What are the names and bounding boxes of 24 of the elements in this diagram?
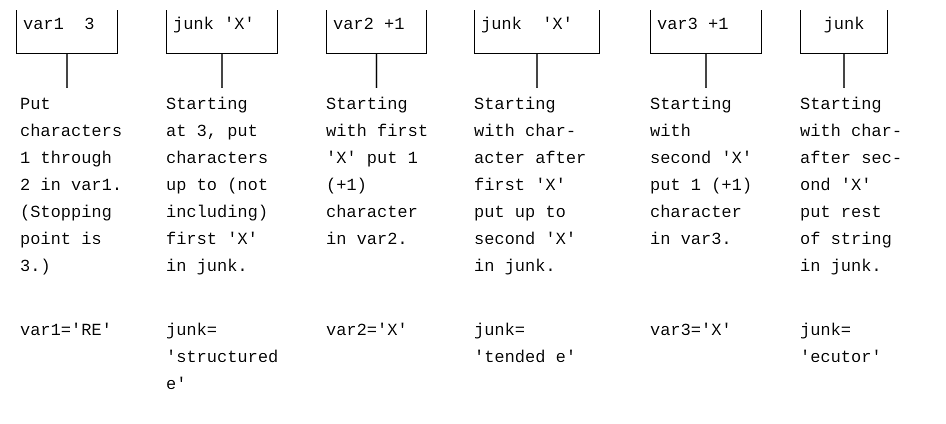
result-text: var3='X' xyxy=(650,321,733,343)
leader-line xyxy=(705,54,707,88)
result-text: junk= 'structured e' xyxy=(166,321,280,397)
result-text: var1='RE' xyxy=(20,321,113,343)
description-text: Starting at 3, put characters up to (not including) first 'X' in junk. xyxy=(166,88,272,281)
description-text: Starting with second 'X' put 1 (+1) character in var3. xyxy=(650,88,756,254)
leader-line xyxy=(843,54,845,88)
result-text: junk= 'ecutor' xyxy=(800,321,883,370)
result-text: junk= 'tended e' xyxy=(474,321,578,370)
leader-line xyxy=(221,54,223,88)
template-bracket: var2 +1 xyxy=(326,10,427,54)
leader-line xyxy=(376,54,378,88)
leader-line xyxy=(536,54,538,88)
template-bracket: junk xyxy=(800,10,888,54)
template-bracket: var3 +1 xyxy=(650,10,762,54)
description-text: Starting with first 'X' put 1 (+1) character in var2. xyxy=(326,88,432,254)
template-bracket: junk 'X' xyxy=(474,10,600,54)
description-text: Starting with char- acter after first 'X' put up to second 'X' in junk. xyxy=(474,88,590,281)
template-bracket: var1 3 xyxy=(16,10,118,54)
result-text: var2='X' xyxy=(326,321,409,343)
template-bracket: junk 'X' xyxy=(166,10,278,54)
leader-line xyxy=(66,54,68,88)
description-text: Put characters 1 through 2 in var1. (Stopping point is 3.) xyxy=(20,88,126,281)
description-text: Starting with char- after sec- ond 'X' put rest of string in junk. xyxy=(800,88,906,281)
